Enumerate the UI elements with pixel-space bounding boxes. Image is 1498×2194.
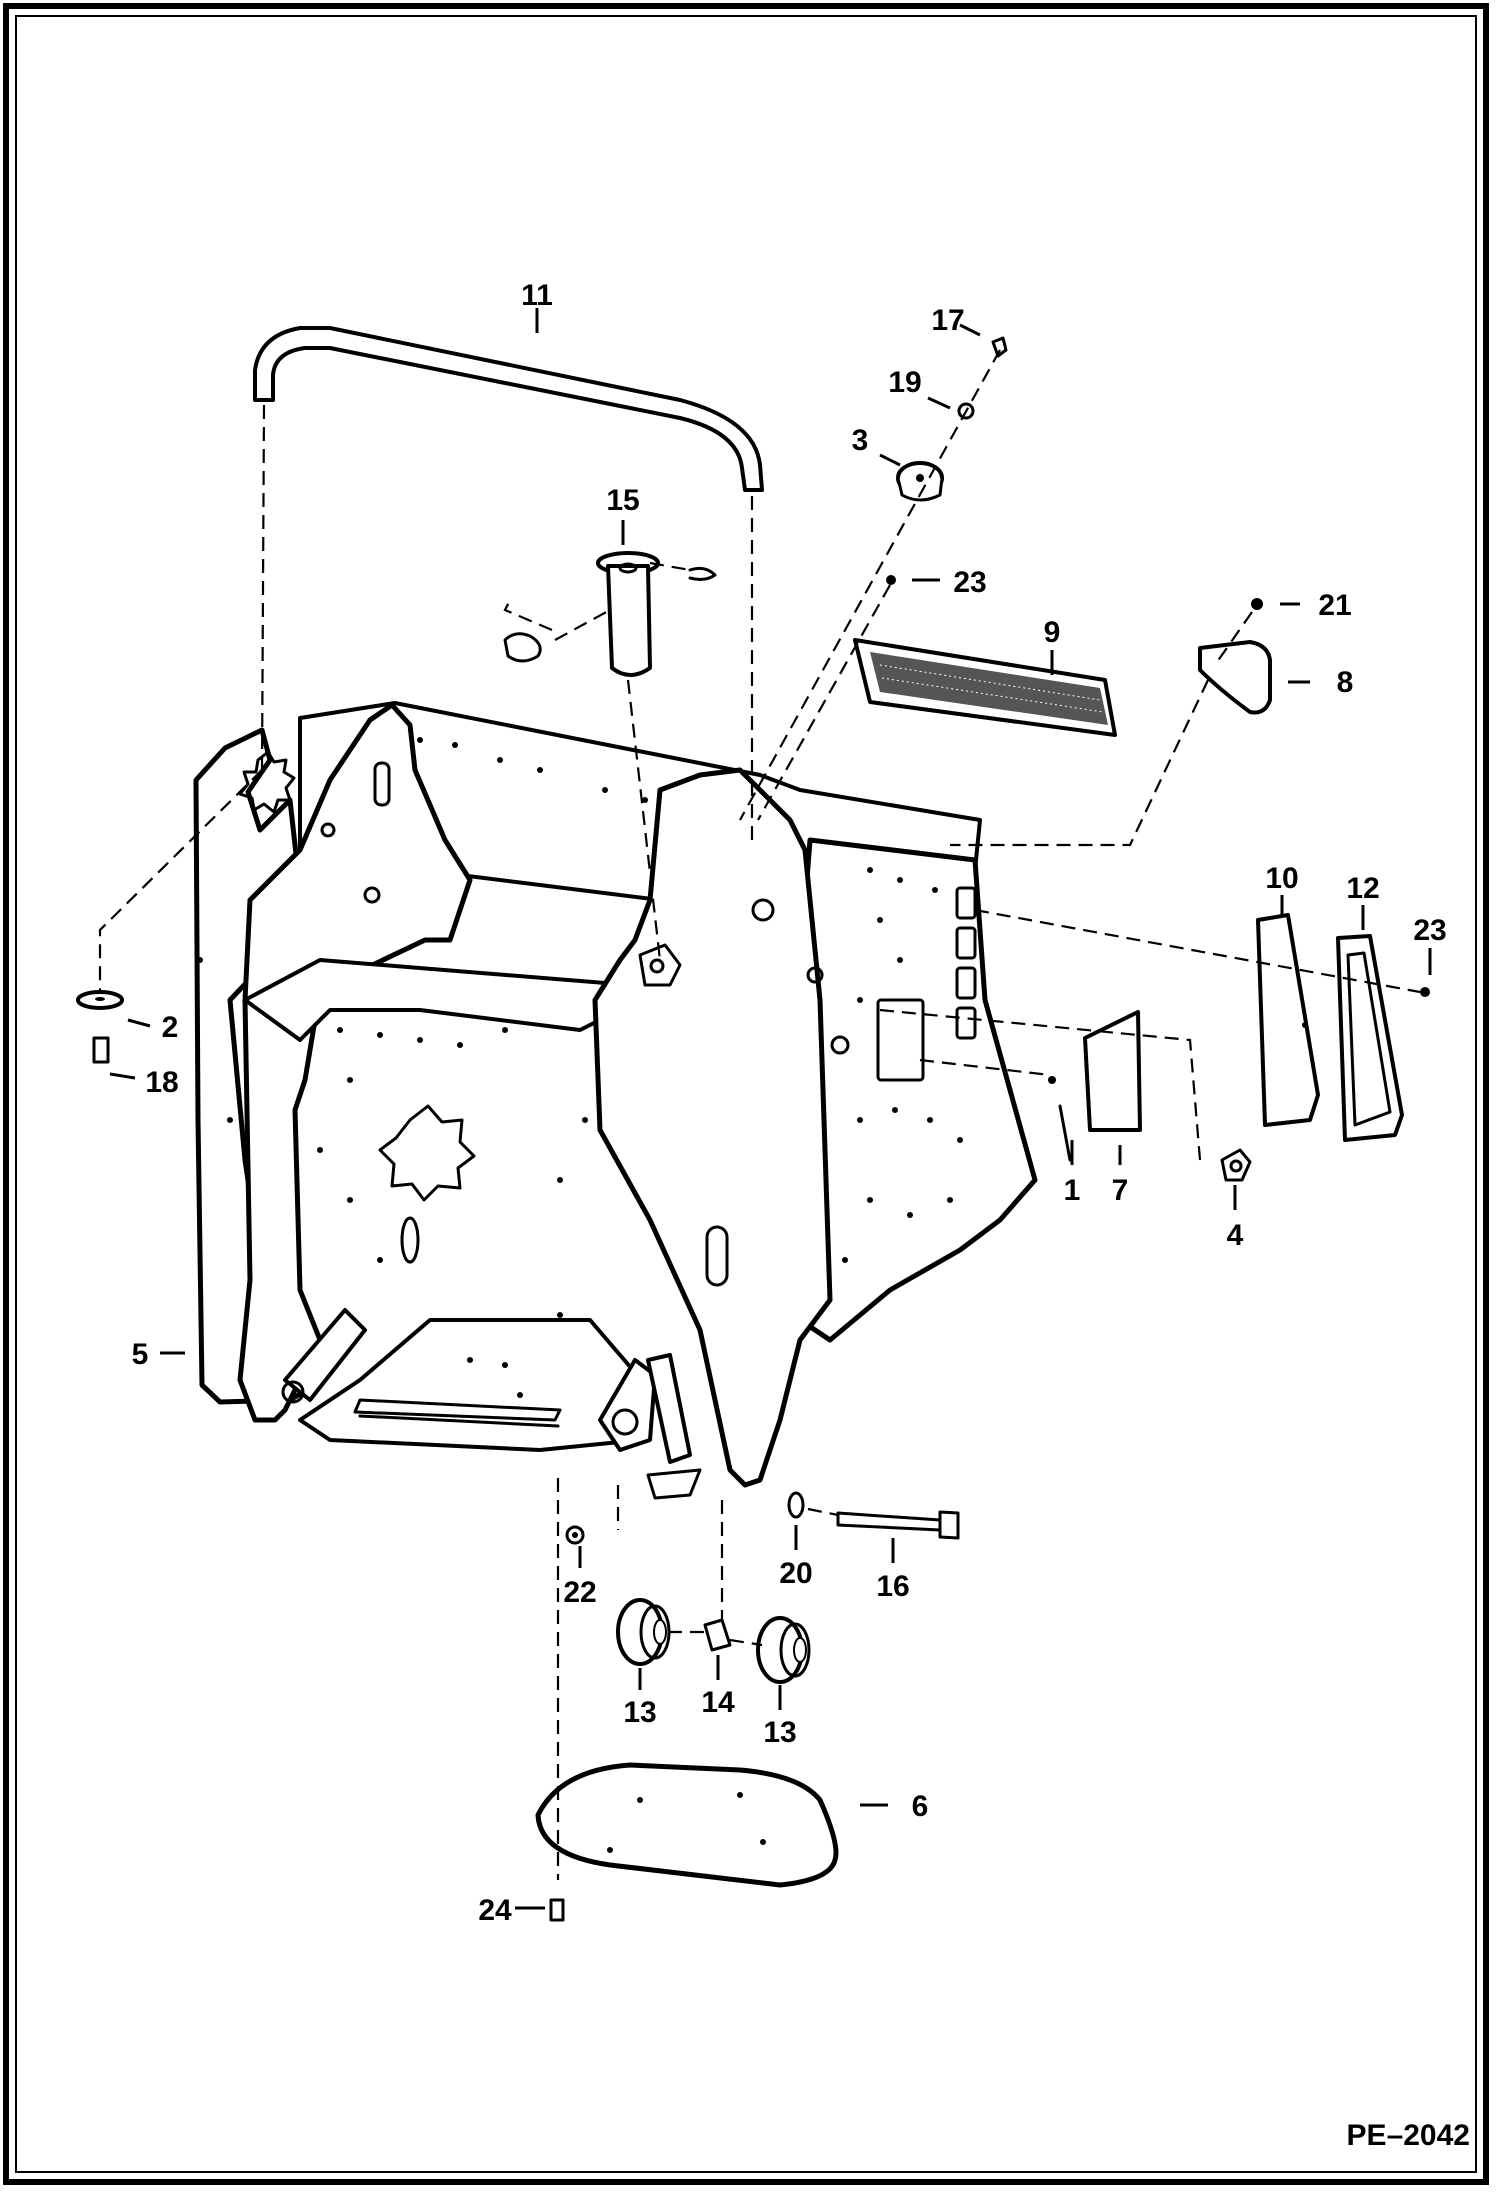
part-18-bolt	[92, 1036, 110, 1064]
callout-1: 1	[1064, 1174, 1081, 1207]
callout-10: 10	[1265, 862, 1298, 895]
callout-13-right: 13	[763, 1716, 796, 1749]
part-23-screw-top	[886, 575, 896, 585]
part-15-pivot-pin	[503, 551, 717, 677]
part-23-screw-right	[1420, 987, 1430, 997]
part-12-gasket	[1336, 934, 1404, 1142]
callout-20: 20	[779, 1557, 812, 1590]
assembly-lines	[98, 349, 1421, 1880]
part-9-grille-panel	[853, 638, 1117, 737]
figure-id: PE–2042	[1347, 2119, 1470, 2152]
callout-11: 11	[521, 279, 553, 312]
callout-3: 3	[852, 424, 869, 457]
main-frame-weldment	[193, 701, 1038, 1500]
callout-17: 17	[931, 304, 964, 337]
callout-16: 16	[876, 1570, 909, 1603]
inner-border	[15, 15, 1477, 2173]
part-7-plate	[1083, 1010, 1142, 1132]
part-6-bottom-plate	[535, 1762, 839, 1888]
part-13-mount-right	[756, 1616, 811, 1684]
callout-9: 9	[1044, 616, 1061, 649]
callout-7: 7	[1112, 1174, 1129, 1207]
callout-4: 4	[1227, 1219, 1244, 1252]
callout-21: 21	[1318, 589, 1351, 622]
callout-24: 24	[478, 1894, 512, 1927]
part-4-fitting	[1220, 1148, 1252, 1182]
callout-8: 8	[1337, 666, 1354, 699]
part-3-isolator	[896, 461, 944, 502]
part-10-side-panel	[1256, 913, 1320, 1127]
part-21-screw	[1251, 598, 1263, 610]
part-24-screw	[549, 1898, 565, 1922]
callout-19: 19	[888, 366, 921, 399]
frame-bolt-holes	[197, 737, 963, 1398]
part-16-bolt	[836, 1510, 960, 1540]
callout-14: 14	[701, 1686, 735, 1719]
callout-15: 15	[606, 484, 639, 517]
part-1-pin	[1058, 1104, 1072, 1162]
outer-border	[3, 3, 1489, 2185]
callout-2: 2	[162, 1011, 179, 1044]
part-17-bolt	[991, 336, 1008, 358]
part-20-washer	[787, 1491, 805, 1519]
callout-6: 6	[912, 1790, 929, 1823]
part-22-nut	[565, 1525, 585, 1545]
callout-13-left: 13	[623, 1696, 656, 1729]
part-14-spacer	[703, 1618, 732, 1652]
part-19-washer	[957, 402, 975, 420]
callout-5: 5	[132, 1338, 149, 1371]
callout-23-right: 23	[1413, 914, 1446, 947]
callout-23-top: 23	[953, 566, 986, 599]
callout-12: 12	[1346, 872, 1379, 905]
callout-22: 22	[563, 1576, 596, 1609]
part-11-grab-handle	[253, 326, 764, 492]
part-8-cover-plate	[1198, 640, 1272, 715]
part-13-mount-left	[616, 1598, 671, 1666]
callout-18: 18	[145, 1066, 178, 1099]
callout-leaders	[109, 308, 1432, 1910]
callout-labels: 11 17 19 3 15 23 9 21 8 10 12 23 2 18 1 …	[132, 279, 1447, 1927]
